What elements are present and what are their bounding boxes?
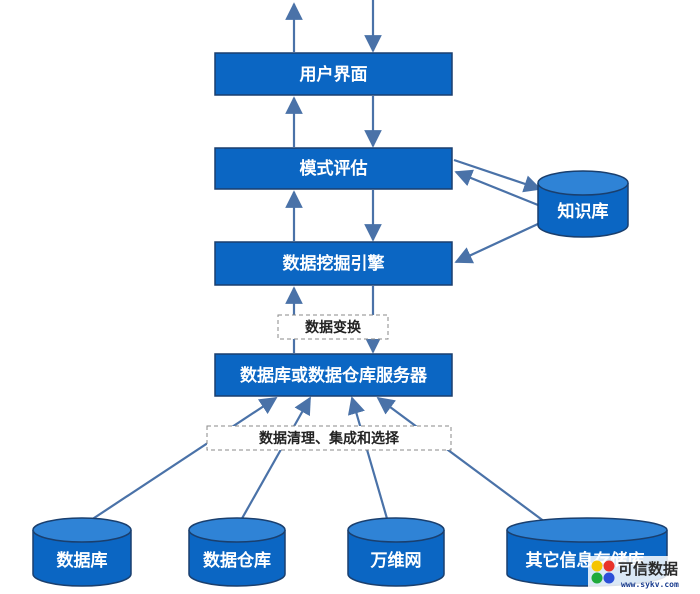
knowledge-base-cylinder: 知识库 (537, 170, 629, 238)
watermark: 可信数据 www.sykv.com (588, 556, 698, 592)
source-database-label: 数据库 (57, 550, 108, 571)
arrow-db-server (87, 397, 278, 523)
box-db-server: 数据库或数据仓库服务器 (214, 353, 453, 397)
box-db-server-label: 数据库或数据仓库服务器 (240, 365, 428, 386)
arrow-kb-eval (454, 169, 539, 207)
logo-dot-blue (603, 572, 615, 584)
logo-dot-green (591, 572, 603, 584)
source-other-storage: 其它信息存储库 (506, 517, 668, 587)
data-transform-label-box: 数据变换 (277, 314, 389, 340)
box-user-interface: 用户界面 (214, 52, 453, 96)
data-cleaning-label: 数据清理、集成和选择 (259, 430, 400, 447)
data-transform-label: 数据变换 (305, 319, 362, 336)
data-cleaning-label-box: 数据清理、集成和选择 (206, 425, 452, 451)
watermark-title: 可信数据 (618, 560, 678, 578)
box-pattern-evaluation: 模式评估 (214, 147, 453, 190)
arrow-dw-server (239, 396, 311, 523)
knowledge-base-label: 知识库 (557, 201, 609, 222)
flow-arrows (87, 0, 546, 523)
arrow-kb-engine (454, 222, 541, 264)
watermark-url: www.sykv.com (621, 580, 679, 589)
source-web-label: 万维网 (370, 550, 422, 571)
arrow-web-server (347, 396, 390, 523)
source-database: 数据库 (32, 517, 132, 587)
arrow-other-server (376, 396, 546, 523)
logo-dot-yellow (591, 560, 603, 572)
source-data-warehouse-label: 数据仓库 (203, 550, 271, 571)
arrow-eval-kb (453, 158, 542, 193)
box-data-mining-engine-label: 数据挖掘引擎 (283, 253, 386, 274)
logo-dot-red (603, 560, 615, 572)
box-data-mining-engine: 数据挖掘引擎 (214, 241, 453, 286)
source-web: 万维网 (347, 517, 445, 587)
box-pattern-evaluation-label: 模式评估 (300, 158, 368, 179)
source-data-warehouse: 数据仓库 (188, 517, 286, 587)
box-user-interface-label: 用户界面 (300, 64, 368, 85)
